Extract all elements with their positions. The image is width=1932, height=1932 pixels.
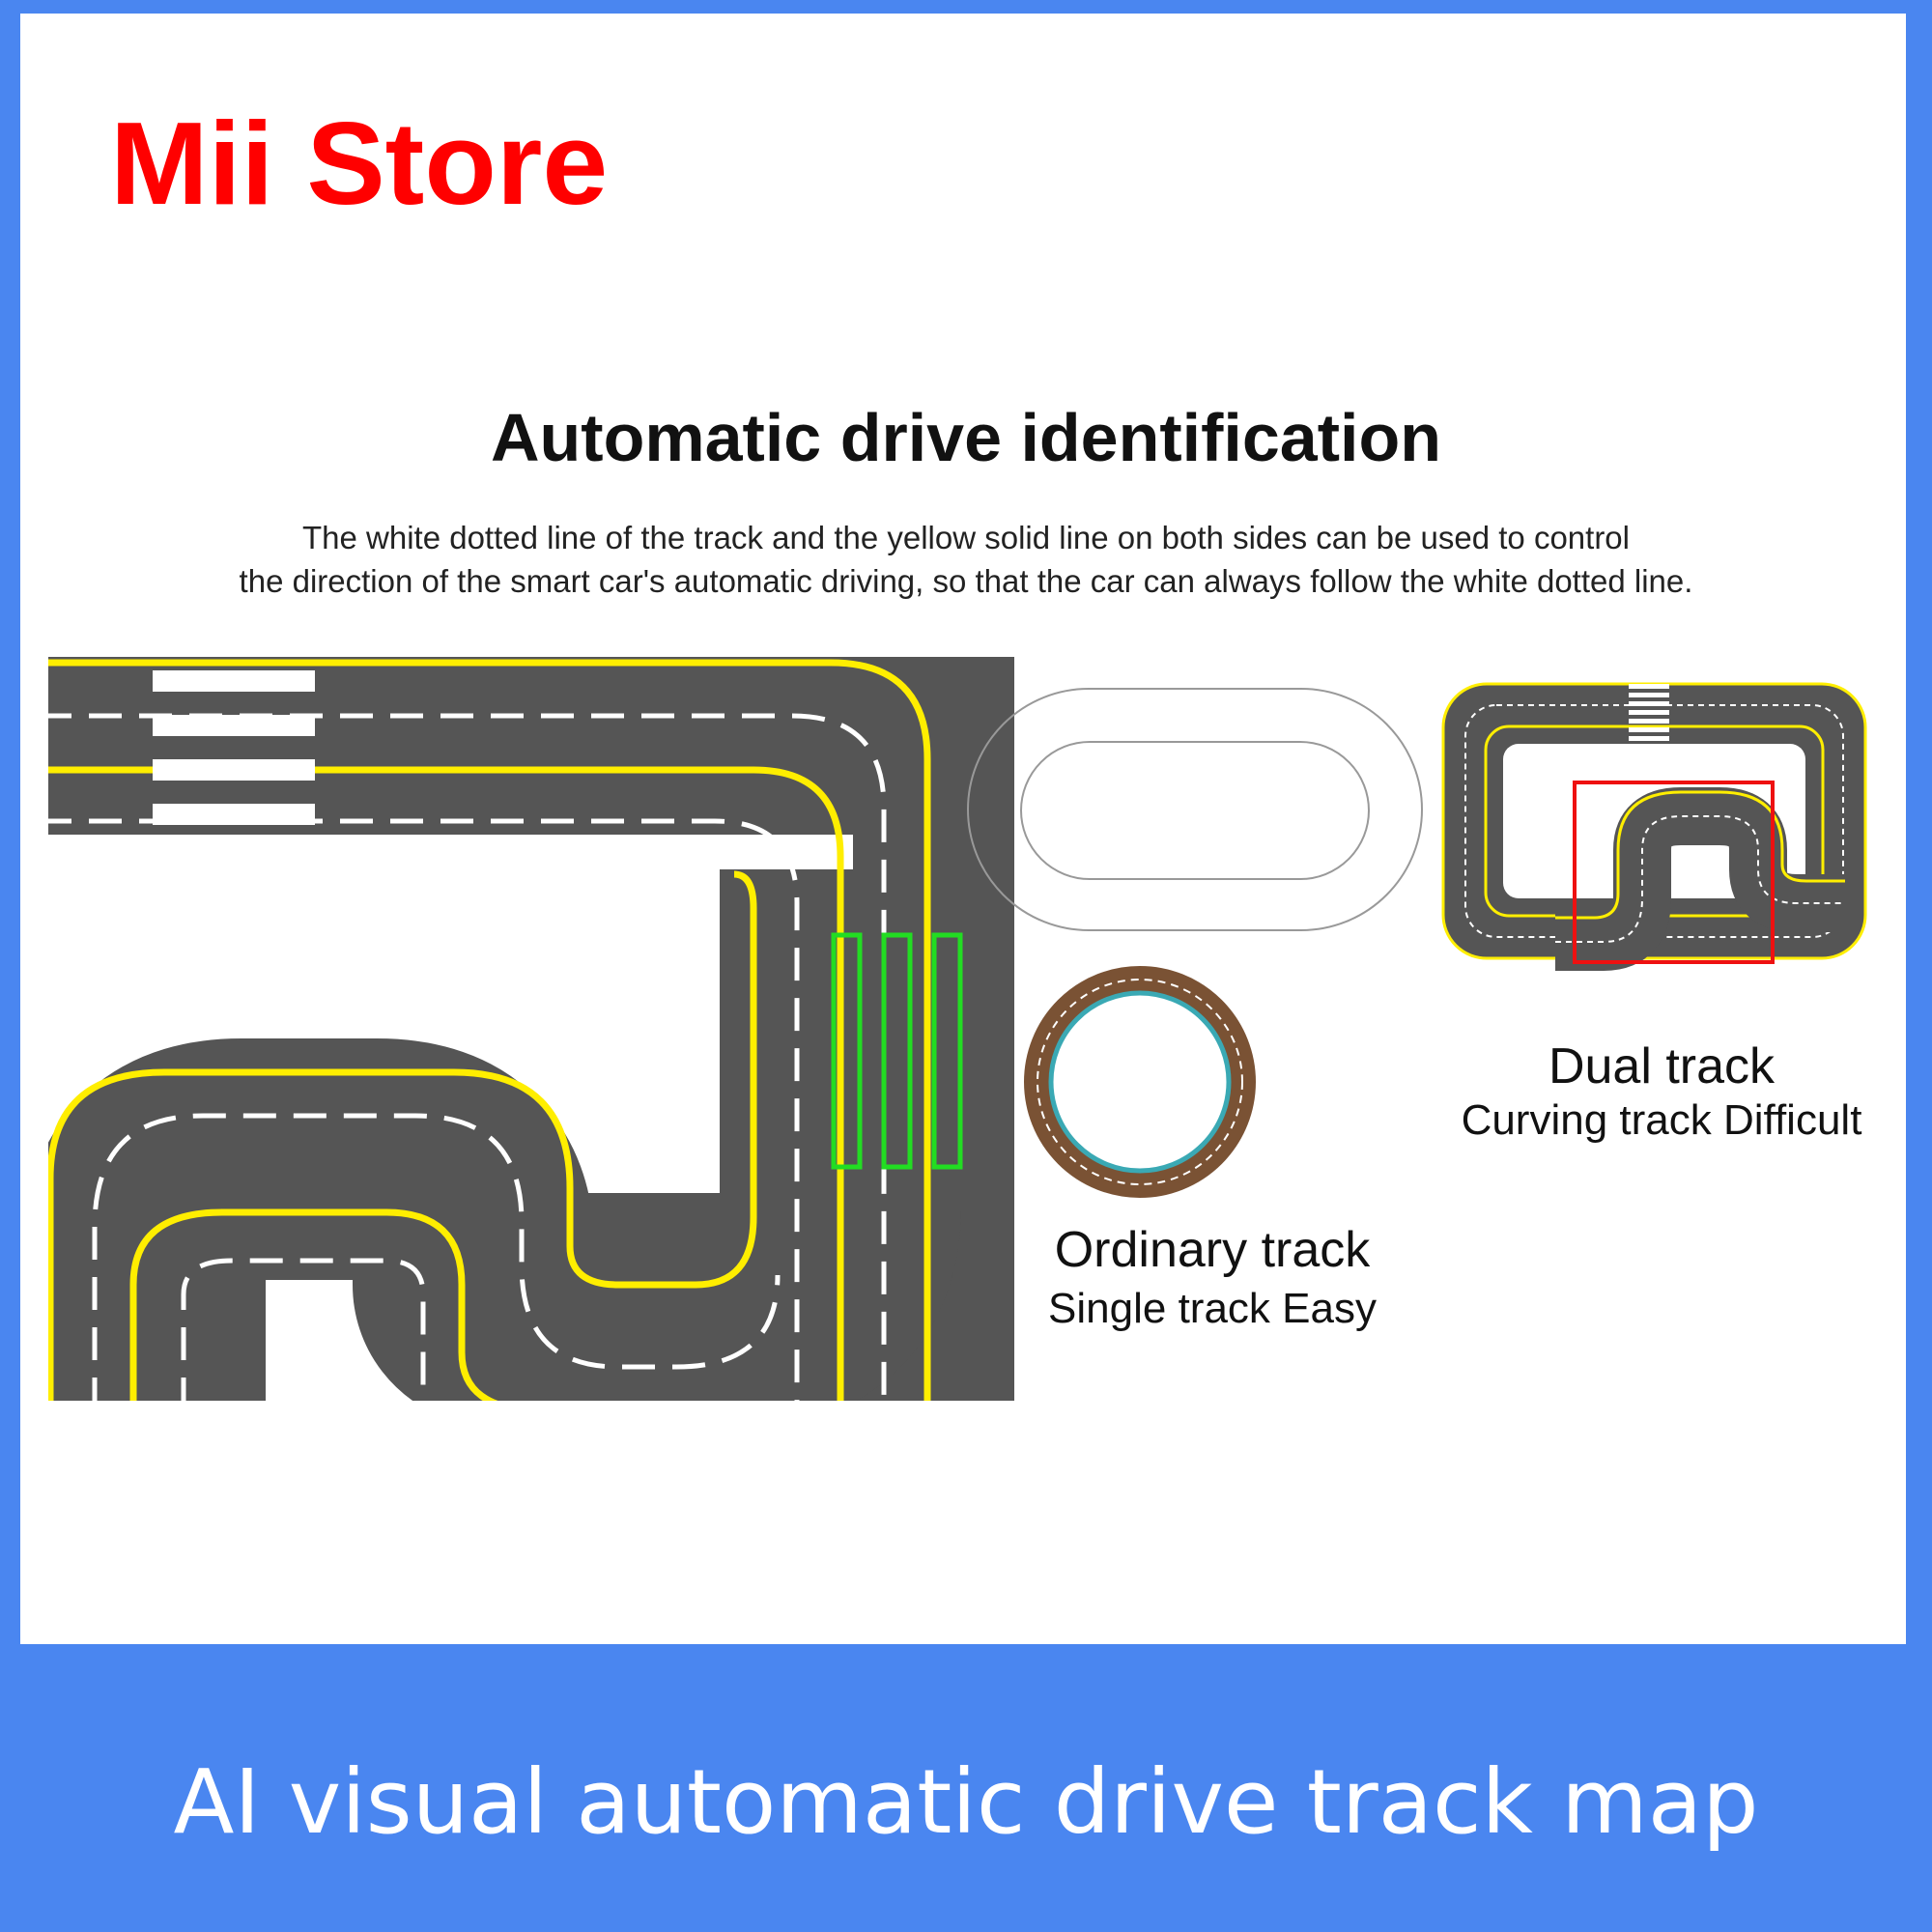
store-logo: Mii Store: [110, 98, 609, 229]
s-curve-yellow-line: [129, 1208, 498, 1401]
dashed-lane-top: [48, 713, 887, 1401]
ordinary-ring-track: [1024, 966, 1256, 1198]
dual-track-title: Dual track: [1548, 1038, 1776, 1094]
s-curve-asphalt: [48, 869, 961, 1401]
dual-inner-loop: [1555, 787, 1845, 971]
dual-track-thumbnail: [1441, 682, 1867, 971]
description: The white dotted line of the track and t…: [0, 516, 1932, 603]
outer-yellow-line: [48, 659, 931, 1401]
green-highlight-boxes: [831, 932, 963, 1170]
s-curve-outer-yellow: [48, 870, 757, 1401]
dashed-lane-s-inner: [181, 1258, 426, 1401]
page-heading: Automatic drive identification: [491, 400, 1441, 475]
ordinary-track-title: Ordinary track: [1054, 1222, 1371, 1278]
crosswalk: [153, 670, 315, 869]
ordinary-track-subtitle: Single track Easy: [1048, 1285, 1377, 1332]
footer-caption: AI visual automatic drive track map: [173, 1750, 1759, 1854]
description-line-1: The white dotted line of the track and t…: [301, 520, 1630, 555]
description-line-2: the direction of the smart car's automat…: [239, 563, 1693, 599]
closeup-asphalt: [48, 657, 1014, 1401]
oval-outline-track: [967, 688, 1423, 931]
red-highlight-box: [1573, 781, 1775, 964]
middle-yellow-line: [48, 766, 844, 1401]
dual-track-subtitle: Curving track Difficult: [1461, 1096, 1862, 1144]
track-closeup: [48, 657, 1014, 1401]
